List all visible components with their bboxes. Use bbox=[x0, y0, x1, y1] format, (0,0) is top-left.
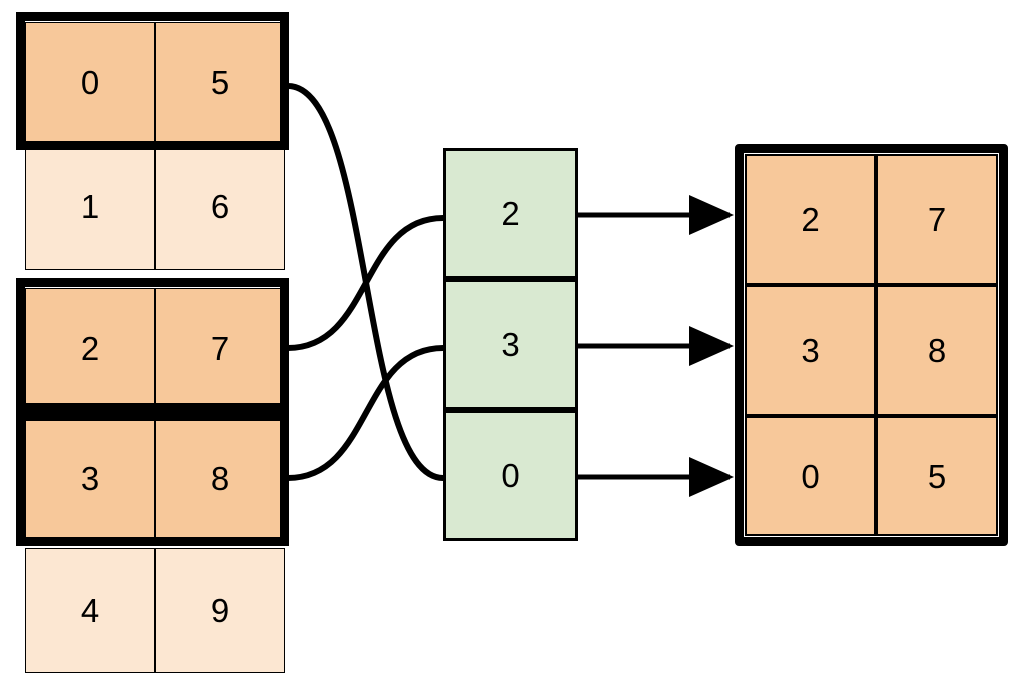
index-cell-2: 0 bbox=[443, 410, 578, 541]
result-cell-r2c1: 5 bbox=[876, 416, 998, 536]
index-cell-1: 3 bbox=[443, 279, 578, 410]
curve-row0-to-index2 bbox=[285, 83, 446, 481]
source-cell-r4c1: 9 bbox=[155, 548, 285, 673]
source-cell-r3c1: 8 bbox=[155, 418, 285, 538]
result-cell-r0c0: 2 bbox=[745, 154, 876, 285]
source-cell-r2c1: 7 bbox=[155, 288, 285, 408]
result-cell-r1c0: 3 bbox=[745, 285, 876, 416]
result-cell-r1c1: 8 bbox=[876, 285, 998, 416]
source-cell-r2c0: 2 bbox=[25, 288, 155, 408]
result-cell-r0c1: 7 bbox=[876, 154, 998, 285]
curve-row2-to-index0 bbox=[285, 215, 446, 351]
source-cell-r3c0: 3 bbox=[25, 418, 155, 538]
result-cell-r2c0: 0 bbox=[745, 416, 876, 536]
source-cell-r4c0: 4 bbox=[25, 548, 155, 673]
index-cell-0: 2 bbox=[443, 148, 578, 279]
source-cell-r1c1: 6 bbox=[155, 142, 285, 270]
source-cell-r0c1: 5 bbox=[155, 22, 285, 142]
source-cell-r1c0: 1 bbox=[25, 142, 155, 270]
source-cell-r0c0: 0 bbox=[25, 22, 155, 142]
curve-row3-to-index1 bbox=[285, 345, 446, 481]
